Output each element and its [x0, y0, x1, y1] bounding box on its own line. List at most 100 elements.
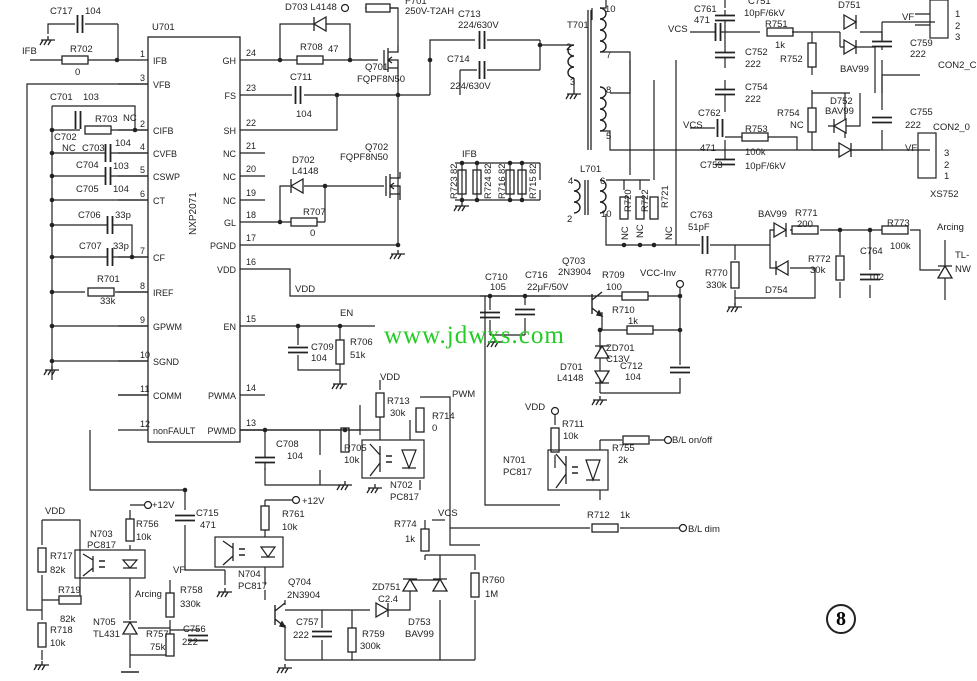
capacitor-gap — [873, 118, 891, 122]
wire — [623, 60, 677, 245]
diode-icon — [843, 38, 858, 56]
label-xs752: XS752 — [930, 189, 959, 200]
ground-icon — [216, 588, 232, 598]
label-c759: C759 — [910, 38, 933, 49]
wire — [480, 295, 600, 336]
label-r701: R701 — [97, 274, 120, 285]
label-tl2: NW — [955, 264, 971, 275]
label-n704: N704 — [238, 569, 261, 580]
label-c705: C705 — [76, 184, 99, 195]
light-arrows-icon — [386, 455, 392, 463]
label-q704: Q704 — [288, 577, 311, 588]
label-p12b: +12V — [152, 500, 175, 511]
label-c762: C762 — [698, 108, 721, 119]
label-q702: Q702 — [365, 142, 388, 153]
pin-name: CVFB — [153, 149, 177, 159]
pin-name: SGND — [153, 357, 180, 367]
label-r713: R713 — [387, 396, 410, 407]
resistor — [741, 132, 769, 142]
pin-number: 6 — [140, 189, 145, 199]
label-r711v: 10k — [563, 431, 579, 442]
label-n703: N703 — [90, 529, 113, 540]
wire — [265, 23, 378, 61]
capacitor-gap — [176, 516, 194, 520]
transformer-winding — [567, 44, 575, 79]
label-c751: C751 — [748, 0, 771, 7]
wire — [676, 244, 770, 305]
label-pwm: PWM — [452, 389, 475, 400]
diode-icon — [832, 117, 847, 135]
label-en1: EN — [340, 308, 353, 319]
pin-name: CIFB — [153, 126, 174, 136]
label-r706v: 51k — [350, 350, 366, 361]
label-r712: R712 — [587, 510, 610, 521]
junction-dot — [129, 254, 135, 260]
pin-name: nonFAULT — [153, 426, 196, 436]
optocoupler-pc817 — [547, 449, 609, 491]
label-l4: 4 — [568, 176, 573, 187]
capacitor-gap — [106, 145, 110, 161]
label-r705: R705 — [344, 443, 367, 454]
capacitor-gap — [716, 90, 734, 94]
diode-icon — [593, 370, 611, 385]
wire — [265, 268, 550, 297]
label-r703nc: NC — [123, 113, 137, 124]
terminal — [675, 279, 685, 289]
junction-dot — [459, 160, 465, 166]
label-n702v: PC817 — [390, 492, 419, 503]
label-d753v: BAV99 — [405, 629, 434, 640]
diode-icon — [289, 177, 304, 195]
label-r720: R720 — [623, 189, 634, 212]
capacitor — [670, 366, 690, 374]
junction-dot — [49, 197, 55, 203]
ground-icon — [453, 202, 469, 212]
capacitor — [255, 456, 275, 464]
label-c715: C715 — [196, 508, 219, 519]
label-r703: R703 — [95, 114, 118, 125]
label-t8: 8 — [606, 85, 611, 96]
capacitor — [715, 158, 735, 166]
junction-dot — [49, 127, 55, 133]
label-con20: CON2_0 — [933, 122, 970, 133]
label-c755v: 222 — [905, 120, 921, 131]
label-ifb1: IFB — [22, 46, 37, 57]
label-r715: R715 — [528, 176, 539, 199]
pin-number: 5 — [140, 165, 145, 175]
ground-icon — [43, 366, 59, 376]
label-vf1: VF — [902, 12, 914, 23]
terminal — [143, 500, 153, 510]
resistor — [621, 291, 649, 301]
label-r774v: 1k — [405, 534, 415, 545]
connector-xs752 — [917, 132, 937, 179]
label-r758v: 330k — [180, 599, 201, 610]
resistor — [87, 287, 115, 297]
capacitor — [480, 311, 500, 319]
label-r754: R754 — [777, 108, 800, 119]
led-icon — [585, 459, 601, 482]
ground-icon — [33, 661, 49, 671]
capacitor-gap — [861, 275, 879, 279]
label-c711v: 104 — [296, 109, 312, 120]
label-r702: R702 — [70, 44, 93, 55]
junction-dot — [522, 293, 528, 299]
label-p12a: +12V — [302, 496, 325, 507]
label-r717: R717 — [50, 551, 73, 562]
label-c711: C711 — [290, 72, 312, 83]
label-nc1: NC — [620, 226, 631, 240]
capacitor — [74, 111, 82, 129]
label-r771v: 200 — [797, 219, 813, 230]
pin-name: VFB — [153, 80, 171, 90]
diode-icon — [936, 264, 954, 279]
ground-icon — [276, 664, 292, 674]
label-c706v: 33p — [115, 210, 131, 221]
resistor — [37, 547, 47, 573]
resistor — [835, 255, 845, 281]
wire — [459, 39, 541, 95]
label-vdd1: VDD — [295, 284, 315, 295]
capacitor — [175, 514, 195, 522]
ground-icon — [366, 484, 382, 494]
label-c713v: 224/630V — [458, 20, 499, 31]
resistor — [649, 196, 659, 220]
label-d701: D701 — [560, 362, 583, 373]
